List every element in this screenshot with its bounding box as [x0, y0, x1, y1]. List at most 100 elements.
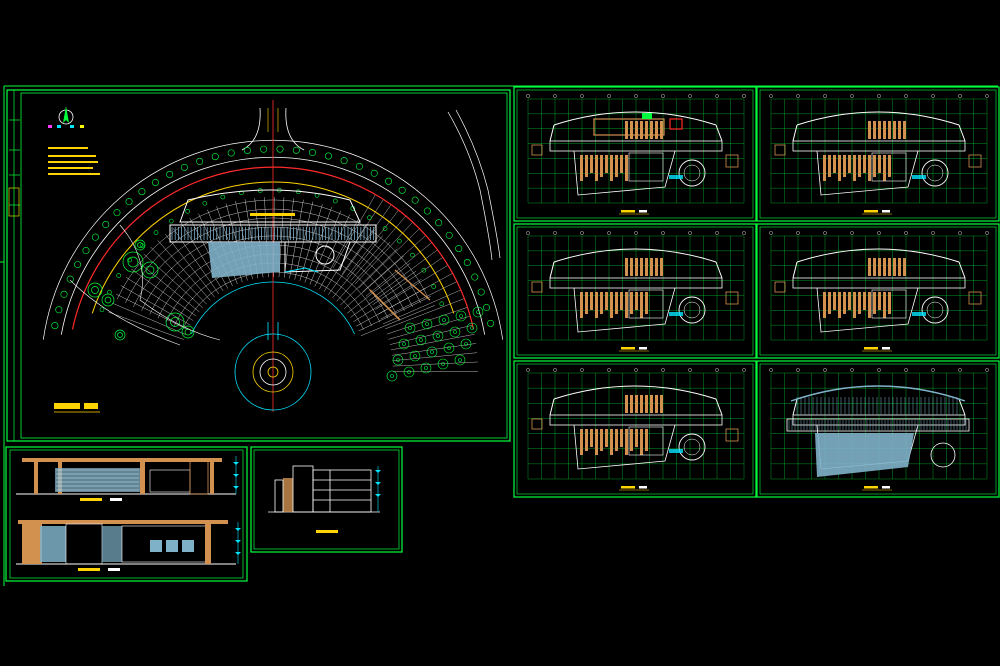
bookshelves: [580, 121, 663, 181]
sheet-title: [621, 486, 635, 489]
site-plan-sheet[interactable]: [6, 89, 511, 442]
axis-bubbles: [769, 231, 989, 235]
elevations-sheet[interactable]: [5, 446, 248, 582]
sheet-frame: [513, 223, 757, 359]
main-corridor: [549, 277, 723, 289]
sheet-frame: [513, 360, 757, 498]
drum: [678, 433, 706, 461]
drum-inner: [683, 301, 701, 319]
stair-mark: [912, 312, 926, 316]
tree-grid: [386, 306, 484, 382]
bookshelves: [823, 121, 906, 181]
tree-rows: [51, 145, 495, 330]
sheet-scale: [639, 347, 647, 350]
first-floor-plan-sheet[interactable]: [513, 86, 757, 222]
main-corridor: [549, 140, 723, 152]
drum-inner: [926, 301, 944, 319]
atrium: [871, 289, 907, 319]
side-stair-2: [968, 154, 982, 168]
side-stair: [531, 144, 543, 156]
central-hall: [593, 118, 665, 136]
north-elevation: [16, 520, 241, 571]
curved-facade: [553, 385, 717, 400]
sheet-title: [864, 347, 878, 350]
side-stair-2: [968, 291, 982, 305]
sheet-frame: [756, 223, 1000, 359]
roundabout-plaza: [234, 322, 312, 411]
main-building-plan[interactable]: [169, 189, 377, 278]
sheet-frame: [513, 86, 757, 222]
third-floor-plan-sheet[interactable]: [513, 223, 757, 359]
reading-hall: [573, 150, 676, 196]
side-stair: [774, 281, 786, 293]
facade-ends: [792, 398, 966, 416]
entry-road-right: [285, 107, 305, 151]
sheet-border: [759, 226, 997, 356]
sheet-border: [516, 363, 754, 495]
sheet-border: [759, 89, 997, 219]
reading-hall: [816, 150, 919, 196]
atrium: [628, 289, 664, 319]
entry-lane: [267, 108, 279, 132]
axis-bubbles: [769, 94, 989, 98]
drum: [678, 296, 706, 324]
facade-ends: [549, 261, 723, 279]
site-legend: [48, 125, 100, 175]
entry-mark: [642, 113, 652, 119]
sheet-title: [621, 210, 635, 213]
facade-ends: [792, 261, 966, 279]
garden-path-2: [69, 279, 181, 346]
highlight-box: [669, 118, 683, 130]
axis-bubbles: [769, 368, 989, 372]
garden-area: [87, 239, 195, 341]
roof-band: [786, 418, 970, 432]
sheet-title: [864, 210, 878, 213]
floor-plan-sheets[interactable]: [513, 86, 1000, 498]
south-elevation: [16, 456, 239, 501]
side-stair: [531, 418, 543, 430]
roof-plan-sheet[interactable]: [756, 360, 1000, 498]
curved-facade: [553, 248, 717, 263]
axis-bubbles: [526, 368, 746, 372]
curved-facade: [796, 248, 960, 263]
drum-inner: [683, 164, 701, 182]
ramp-mark-2: [394, 269, 431, 301]
roof-ribs: [790, 385, 966, 402]
sheet-frame: [756, 86, 1000, 222]
reading-hall: [573, 424, 676, 470]
axis-bubbles: [526, 94, 746, 98]
title-block-column: [8, 90, 20, 441]
reading-hall: [573, 287, 676, 333]
main-corridor: [792, 277, 966, 289]
roof-band-hatch: [788, 420, 967, 430]
sheet-scale: [882, 486, 890, 489]
reading-hall: [816, 287, 919, 333]
roof-glass-hall: [815, 433, 914, 477]
roof-rib-lines: [796, 397, 958, 415]
curved-facade: [553, 111, 717, 126]
facade-ends: [549, 124, 723, 142]
second-floor-plan-sheet[interactable]: [756, 86, 1000, 222]
bookshelves: [823, 258, 906, 318]
side-stair-2: [725, 428, 739, 442]
sheet-title: [864, 486, 878, 489]
fifth-floor-plan-sheet[interactable]: [513, 360, 757, 498]
curved-facade: [796, 111, 960, 126]
north-arrow-icon: [58, 106, 74, 125]
drum: [921, 296, 949, 324]
section-sheet[interactable]: [250, 446, 403, 553]
axis-bubbles: [526, 231, 746, 235]
facade-ends: [549, 398, 723, 416]
sheet-border: [759, 363, 997, 495]
drum-inner: [683, 438, 701, 456]
fourth-floor-plan-sheet[interactable]: [756, 223, 1000, 359]
river-edge-2: [455, 109, 501, 259]
drum-inner: [926, 164, 944, 182]
main-corridor: [549, 414, 723, 426]
sheet-scale: [882, 347, 890, 350]
ramp-mark: [369, 289, 401, 321]
atrium: [628, 152, 664, 182]
facade-ends: [792, 124, 966, 142]
